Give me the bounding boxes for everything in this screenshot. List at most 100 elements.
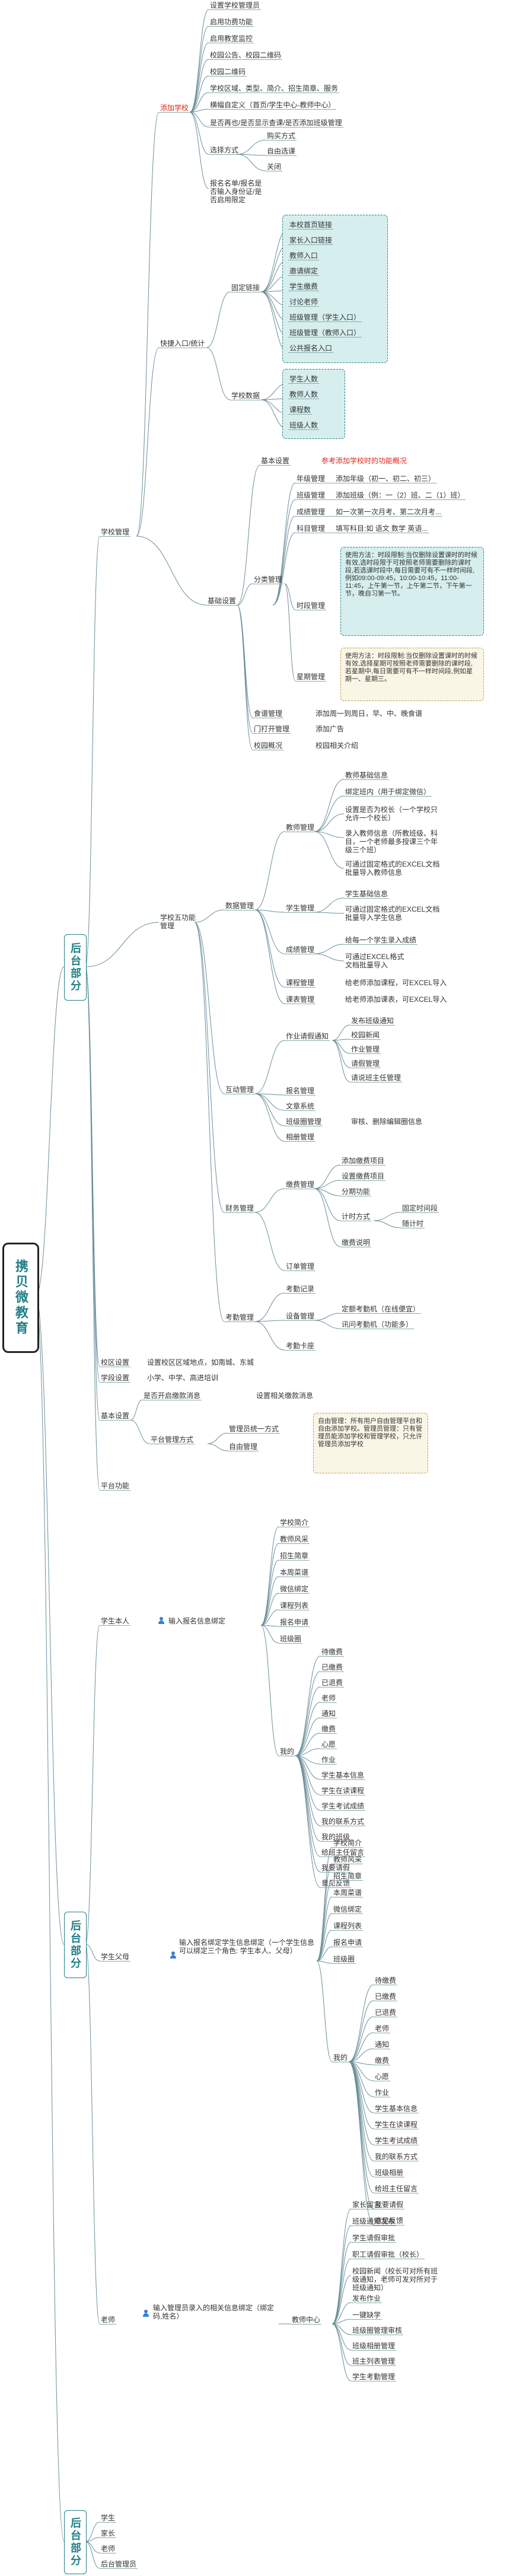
base-setup-item[interactable]: 是否开启缴款消息 xyxy=(142,1392,202,1400)
node-door-manage[interactable]: 门打开管理 xyxy=(253,725,291,734)
node-fee-manage[interactable]: 缴费管理 xyxy=(285,1180,316,1189)
fee-item[interactable]: 设置缴费项目 xyxy=(340,1172,386,1181)
node-campus-mgmt-desc[interactable]: 设置校区区域地点，如南城、东城 xyxy=(147,1358,254,1367)
fixed-link-item[interactable]: 学生缴费 xyxy=(288,282,320,291)
parent-intro-item[interactable]: 报名申请 xyxy=(332,1938,364,1947)
teacher-center-item[interactable]: 学生考勤管理 xyxy=(351,2373,397,2381)
node-platform-funcs[interactable]: 平台功能 xyxy=(100,1482,131,1491)
fixed-link-item[interactable]: 家长入口链接 xyxy=(288,236,334,245)
mine-item[interactable]: 已缴费 xyxy=(320,1663,345,1672)
node-album-desc[interactable]: 审核、删除编辑圈信息 xyxy=(351,1117,423,1126)
node-fixed-links[interactable]: 固定链接 xyxy=(230,284,262,292)
parent-intro-item[interactable]: 微信绑定 xyxy=(332,1905,364,1914)
school-intro-item[interactable]: 报名申请 xyxy=(279,1618,310,1627)
school-intro-item[interactable]: 学校简介 xyxy=(279,1518,310,1527)
parent-mine-item[interactable]: 学生在读课程 xyxy=(374,2120,419,2129)
school-data-item[interactable]: 班级人数 xyxy=(288,421,320,430)
fixed-link-item[interactable]: 班级管理（教师入口） xyxy=(288,329,362,337)
fixed-link-item[interactable]: 公共报名入口 xyxy=(288,344,334,353)
node-article[interactable]: 文章系统 xyxy=(285,1102,316,1111)
section-front2[interactable]: 后台部分 xyxy=(64,2510,87,2574)
mine-item[interactable]: 待缴费 xyxy=(320,1648,345,1657)
bottom-item[interactable]: 老师 xyxy=(100,2545,117,2553)
node-school-manage[interactable]: 学校管理 xyxy=(100,528,131,537)
select-option[interactable]: 自由选课 xyxy=(266,147,297,156)
node-door-desc[interactable]: 添加广告 xyxy=(315,725,345,733)
device-item[interactable]: 讯问考勤机（功能多） xyxy=(340,1320,415,1329)
node-stage[interactable]: 分期功能 xyxy=(340,1187,372,1196)
teacher-center-item[interactable]: 发布作业 xyxy=(351,2294,383,2303)
node-parent-mine[interactable]: 我的 xyxy=(332,2053,349,2062)
fixed-link-item[interactable]: 班级管理（学生入口） xyxy=(288,313,362,322)
parent-mine-item[interactable]: 老师 xyxy=(374,2024,391,2033)
score-manage-item[interactable]: 可通过EXCEL格式文档批量导入 xyxy=(345,953,404,969)
node-course-desc[interactable]: 给老师添加课程，可EXCEL导入 xyxy=(345,979,447,987)
node-mine[interactable]: 我的 xyxy=(279,1747,296,1756)
mine-item[interactable]: 我的联系方式 xyxy=(320,1817,366,1826)
select-option[interactable]: 关闭 xyxy=(266,163,283,171)
node-input-parent[interactable]: 输入报名绑定学生信息绑定（一个学生信息可以绑定三个角色: 学生本人、父母） xyxy=(179,1938,315,1955)
node-course-table[interactable]: 课表管理 xyxy=(285,995,316,1004)
teacher-manage-item[interactable]: 教师基础信息 xyxy=(344,771,390,780)
node-homework[interactable]: 作业请假通知 xyxy=(285,1032,330,1041)
root-node[interactable]: 携贝微教育 xyxy=(2,1243,39,1353)
basic-setting-item[interactable]: 班级管理添加班级（例：一（2）班、二（1）班） xyxy=(295,491,466,500)
node-quick-entry[interactable]: 快捷入口/统计 xyxy=(159,339,206,348)
school-setting-item[interactable]: 学校区域、类型、简介、招生简章、服务 xyxy=(209,84,340,93)
node-school-functions[interactable]: 学校五功能管理 xyxy=(160,913,196,930)
homework-item[interactable]: 请假管理 xyxy=(350,1059,381,1068)
mine-item[interactable]: 我的班级 xyxy=(320,1833,352,1842)
node-teacher-center[interactable]: 教师中心 xyxy=(291,2316,322,2325)
teacher-manage-item[interactable]: 设置是否为校长（一个学校只允许一个校长） xyxy=(345,805,438,822)
node-attendance[interactable]: 考勤管理 xyxy=(224,1313,256,1322)
parent-intro-item[interactable]: 班级圈 xyxy=(332,1955,356,1964)
parent-mine-item[interactable]: 心愿 xyxy=(374,2072,391,2081)
node-student-self[interactable]: 学生本人 xyxy=(100,1617,131,1626)
teacher-center-item[interactable]: 班级相册管理 xyxy=(351,2342,397,2351)
parent-mine-item[interactable]: 待缴费 xyxy=(374,1976,398,1985)
mine-item[interactable]: 学生基本信息 xyxy=(320,1771,366,1780)
parent-mine-item[interactable]: 缴费 xyxy=(374,2056,391,2065)
teacher-center-item[interactable]: 班级圈管理审核 xyxy=(351,2326,404,2335)
mine-item[interactable]: 缴费 xyxy=(320,1725,337,1734)
bottom-item[interactable]: 家长 xyxy=(100,2529,117,2538)
node-interact-manage[interactable]: 互动管理 xyxy=(224,1085,256,1094)
mine-item[interactable]: 通知 xyxy=(320,1709,337,1718)
parent-mine-item[interactable]: 已缴费 xyxy=(374,1992,398,2001)
node-campus-mgmt[interactable]: 校区设置 xyxy=(100,1358,131,1367)
mine-item[interactable]: 作业 xyxy=(320,1756,337,1765)
section-admin[interactable]: 后台部分 xyxy=(64,934,87,1001)
school-data-item[interactable]: 教师人数 xyxy=(288,390,320,399)
parent-mine-item[interactable]: 已退费 xyxy=(374,2008,398,2017)
node-signup[interactable]: 报名管理 xyxy=(285,1087,316,1096)
node-fee-desc[interactable]: 缴费说明 xyxy=(340,1238,372,1247)
node-report-note[interactable]: 报名名单/报名是否输入身份证/是否启用限定 xyxy=(210,179,262,204)
node-meal-desc[interactable]: 添加周一到周日，早、中、晚食谱 xyxy=(315,709,423,718)
parent-intro-item[interactable]: 招生简章 xyxy=(332,1872,364,1881)
node-stage-mgmt-desc[interactable]: 小学、中学、高进培训 xyxy=(147,1374,219,1382)
base-setup-item[interactable]: 设置相关缴款消息 xyxy=(256,1392,314,1400)
school-data-item[interactable]: 课程数 xyxy=(288,406,313,415)
school-setting-item[interactable]: 设置学校管理员 xyxy=(209,1,262,10)
parent-mine-item[interactable]: 给班主任留言 xyxy=(374,2185,419,2193)
teacher-center-item[interactable]: 一键缺学 xyxy=(351,2311,383,2320)
parent-mine-item[interactable]: 我的联系方式 xyxy=(374,2152,419,2161)
fee-item[interactable]: 添加缴费项目 xyxy=(340,1157,386,1166)
select-option[interactable]: 购买方式 xyxy=(266,132,297,141)
node-campus-desc[interactable]: 校园相关介绍 xyxy=(315,741,359,750)
school-setting-item[interactable]: 是否再也/是否显示查课/是否添加班级管理 xyxy=(209,119,343,128)
teacher-center-item[interactable]: 职工请假审批（校长） xyxy=(351,2250,425,2259)
basic-setting-item[interactable]: 年级管理添加年级（初一、初二、初三） xyxy=(295,475,437,483)
manage-option[interactable]: 自由管理 xyxy=(228,1443,259,1451)
node-input-student[interactable]: 输入报名信息绑定 xyxy=(168,1617,226,1625)
node-base-setup[interactable]: 基本设置 xyxy=(100,1412,131,1421)
mine-item[interactable]: 学生考试成绩 xyxy=(320,1802,366,1811)
student-manage-item[interactable]: 学生基础信息 xyxy=(344,890,390,899)
teacher-center-item[interactable]: 校园新闻（校长可对所有班级通知，老师可发对所对于班级通知） xyxy=(352,2267,438,2292)
node-parent[interactable]: 学生父母 xyxy=(100,1953,131,1962)
school-intro-item[interactable]: 教师风采 xyxy=(279,1535,310,1544)
teacher-manage-item[interactable]: 可通过固定格式的EXCEL文档批量导入教师信息 xyxy=(345,860,440,877)
node-ref-note[interactable]: 参考添加学校时的功能概况 xyxy=(321,457,407,465)
teacher-manage-item[interactable]: 录入教师信息（所教班级、科目，一个老师最多授课三个年级三个班） xyxy=(345,829,438,854)
node-teacher-manage[interactable]: 教师管理 xyxy=(285,823,316,832)
